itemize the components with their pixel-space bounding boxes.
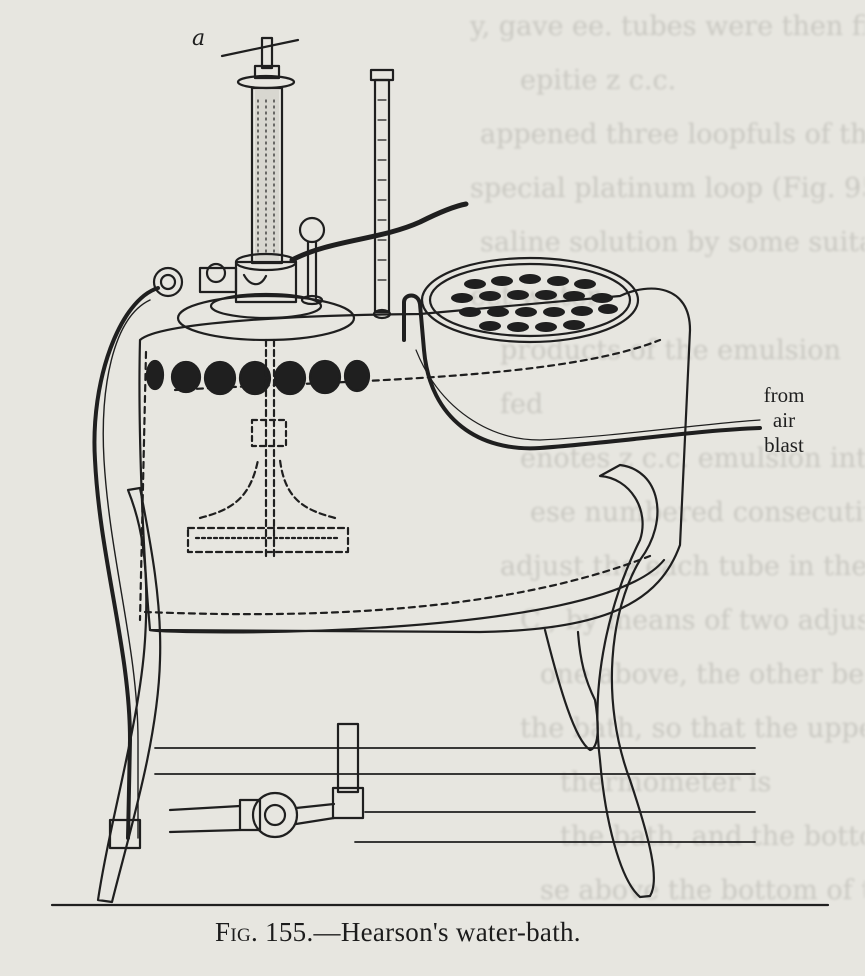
air-blast-label-line: blast bbox=[764, 433, 804, 457]
side-tap bbox=[152, 262, 238, 298]
bleed-line: the bath, so that the upper level of the bbox=[520, 713, 865, 744]
bath-portholes bbox=[145, 359, 371, 396]
bleed-line: adjust the each tube in the water-bath bbox=[500, 551, 865, 582]
bleed-line: y, gave ee. tubes were then filled with … bbox=[470, 11, 865, 42]
background-pipes bbox=[154, 747, 756, 843]
bleed-line: fed bbox=[500, 389, 544, 420]
bleed-line: special platinum loop (Fig. 95) bbox=[470, 173, 865, 204]
bath-body bbox=[138, 287, 692, 634]
left-hose-edge bbox=[102, 299, 151, 839]
gas-inlet-valve bbox=[108, 722, 365, 850]
bleed-line: epitie z c.c. bbox=[520, 65, 677, 96]
bleed-line: C., by means of two adjusting screws bbox=[520, 605, 865, 636]
bleed-line: ese numbered consecutively bbox=[530, 497, 865, 528]
bleed-line: se above the bottom of the bath bbox=[540, 875, 865, 906]
left-hose bbox=[92, 286, 160, 840]
bath-legs bbox=[96, 463, 659, 904]
thermometer bbox=[369, 68, 395, 320]
bleed-line: thermometer is bbox=[560, 767, 772, 798]
bleed-line: enotes z c.c. emulsion into each of the … bbox=[520, 443, 865, 474]
bleed-line: saline solution by some suitably bbox=[480, 227, 865, 258]
rubber-tube bbox=[289, 201, 469, 263]
air-blast-label: from air blast bbox=[748, 383, 820, 458]
figure-label-a: a bbox=[192, 26, 206, 51]
gas-regulator bbox=[176, 36, 356, 562]
figure-caption: Fig. 155.—Hearson's water-bath. bbox=[215, 917, 581, 948]
caption-text: —Hearson's water-bath. bbox=[313, 917, 581, 947]
valve-knob bbox=[298, 216, 326, 306]
air-blast-tube bbox=[402, 293, 762, 451]
bleed-line: appened three loopfuls of the cultures bbox=[480, 119, 865, 150]
perforated-lid bbox=[420, 256, 640, 344]
air-blast-label-line: from bbox=[763, 383, 805, 407]
air-blast-label-line: air bbox=[772, 408, 796, 432]
bleed-line: one above, the other below the bbox=[540, 659, 865, 690]
caption-prefix: Fig. 155. bbox=[215, 917, 314, 947]
